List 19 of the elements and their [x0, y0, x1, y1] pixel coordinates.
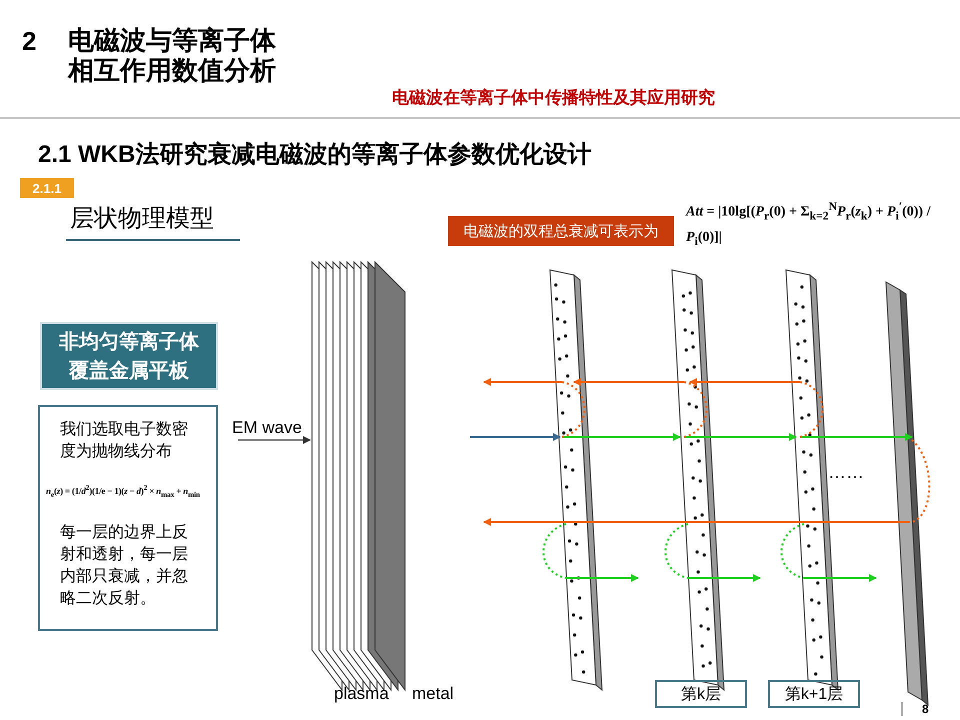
section-number: 2 [22, 26, 36, 56]
slide-title: 电磁波与等离子体相互作用数值分析 [68, 26, 277, 86]
paragraph: 我们选取电子数密度为抛物线分布 [60, 420, 189, 462]
subsection-heading: 层状物理模型 [70, 203, 214, 234]
subtitle: 电磁波在等离子体中传播特性及其应用研究 [392, 87, 715, 109]
ellipsis: …… [828, 462, 864, 483]
text-box [38, 405, 218, 631]
section-badge: 2.1.1 [20, 178, 74, 198]
section-heading: 2.1 WKB法研究衰减电磁波的等离子体参数优化设计 [38, 140, 592, 170]
density-formula: n$_{e}$(z) = (1/d$^{2}$)(1/e − 1)(z − d)$^{2}$ × n$_{max}$ + n$_{min}$ [46, 482, 201, 501]
heading-box: 非均匀等离子体覆盖金属平板 [40, 322, 218, 390]
paragraph: 每一层的边界上反射和透射，每一层内部只衰减，并忽略二次反射。 [60, 522, 189, 609]
layer-tag: 第k层 [655, 680, 747, 708]
layer-label: plasma [334, 684, 389, 704]
page-number: 8 [922, 702, 929, 716]
caption-box: 电磁波的双程总衰减可表示为 [448, 216, 674, 246]
arrow [238, 436, 311, 444]
layer-label: metal [412, 684, 454, 704]
layer-tag: 第k+1层 [768, 680, 860, 708]
